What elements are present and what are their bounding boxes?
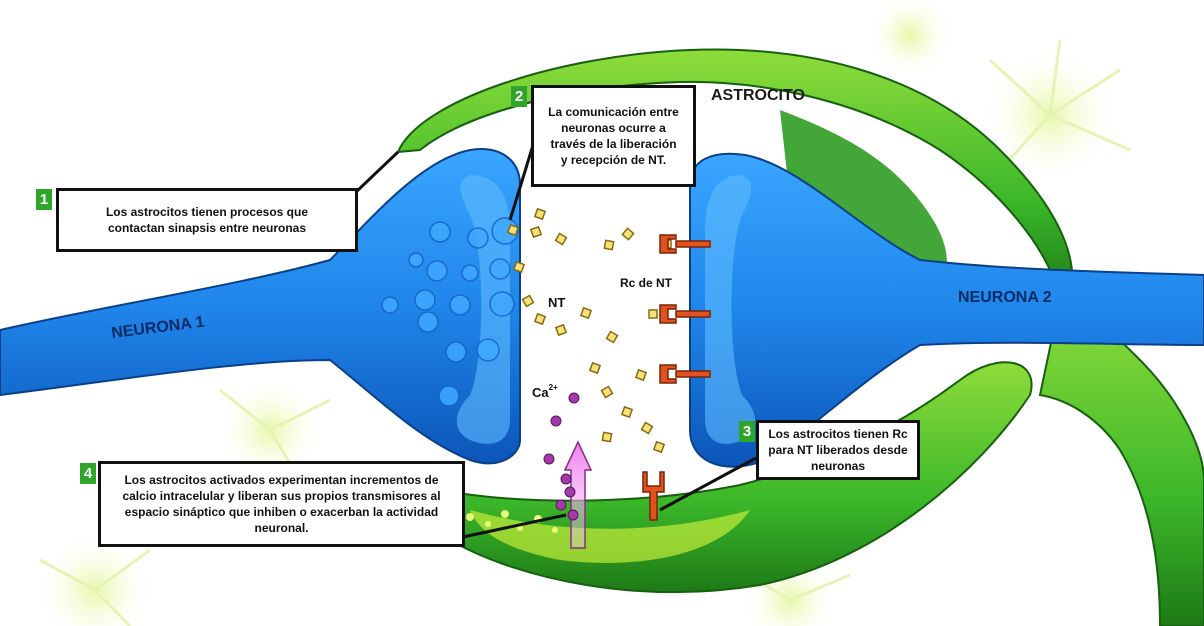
callout-1-text: Los astrocitos tienen procesos que conta… [77,204,337,236]
callout-4-number: 4 [80,463,96,484]
callout-2-number: 2 [511,86,527,107]
callout-3-box: Los astrocitos tienen Rc para NT liberad… [756,420,920,480]
nt-receptor-label: Rc de NT [620,276,673,290]
astrocyte-label: ASTROCITO [711,87,805,104]
nt-label: NT [548,295,565,310]
callout-3-text: Los astrocitos tienen Rc para NT liberad… [768,426,908,474]
callout-1-box: Los astrocitos tienen procesos que conta… [56,188,358,252]
callout-3-number: 3 [739,421,755,442]
callout-2-text: La comunicación entre neuronas ocurre a … [546,104,681,168]
callout-2-box: La comunicación entre neuronas ocurre a … [531,85,696,187]
calcium-label: Ca2+ [532,383,558,400]
callout-4-text: Los astrocitos activados experimentan in… [117,472,447,536]
callout-4-box: Los astrocitos activados experimentan in… [98,461,465,547]
neuron-2-label: NEURONA 2 [958,289,1052,306]
callout-1-number: 1 [36,189,52,210]
neurotransmitter-particles [508,209,671,452]
